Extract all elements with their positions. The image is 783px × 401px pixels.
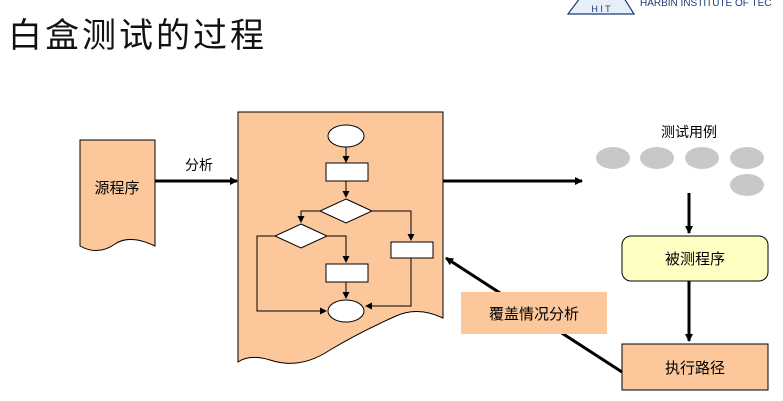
test-case-oval	[730, 174, 764, 196]
test-case-oval	[730, 147, 764, 169]
test-case-oval	[596, 147, 630, 169]
page-title: 白盒测试的过程	[8, 16, 267, 56]
logo-text: HARBIN INSTITUTE OF TEC	[640, 0, 772, 9]
coverage-analysis-box	[461, 292, 607, 334]
program-under-test-label: 被测程序	[665, 250, 725, 268]
svg-text:H I T: H I T	[591, 4, 611, 14]
test-case-oval	[640, 147, 674, 169]
program-under-test-box	[621, 235, 769, 282]
execution-path-label: 执行路径	[665, 359, 725, 377]
coverage-analysis-label: 覆盖情况分析	[489, 305, 579, 323]
flowchart-document	[237, 111, 444, 364]
process-box-2	[325, 263, 369, 283]
end-oval	[327, 299, 365, 323]
university-logo: H I T HARBIN INSTITUTE OF TEC	[566, 0, 783, 16]
analyze-label: 分析	[185, 158, 213, 174]
source-program-document	[79, 139, 156, 251]
hit-emblem-icon: H I T	[566, 0, 636, 15]
start-oval	[327, 124, 365, 148]
test-case-ovals	[596, 147, 764, 196]
execution-path-box	[621, 343, 769, 391]
decision-diamond-2	[273, 223, 329, 249]
process-box-1	[325, 162, 369, 182]
process-box-right	[390, 241, 434, 259]
decision-diamond-1	[318, 198, 374, 224]
source-program-label: 源程序	[94, 179, 139, 197]
test-cases-label: 测试用例	[661, 125, 717, 141]
test-case-oval	[685, 147, 719, 169]
flowchart	[256, 124, 434, 323]
